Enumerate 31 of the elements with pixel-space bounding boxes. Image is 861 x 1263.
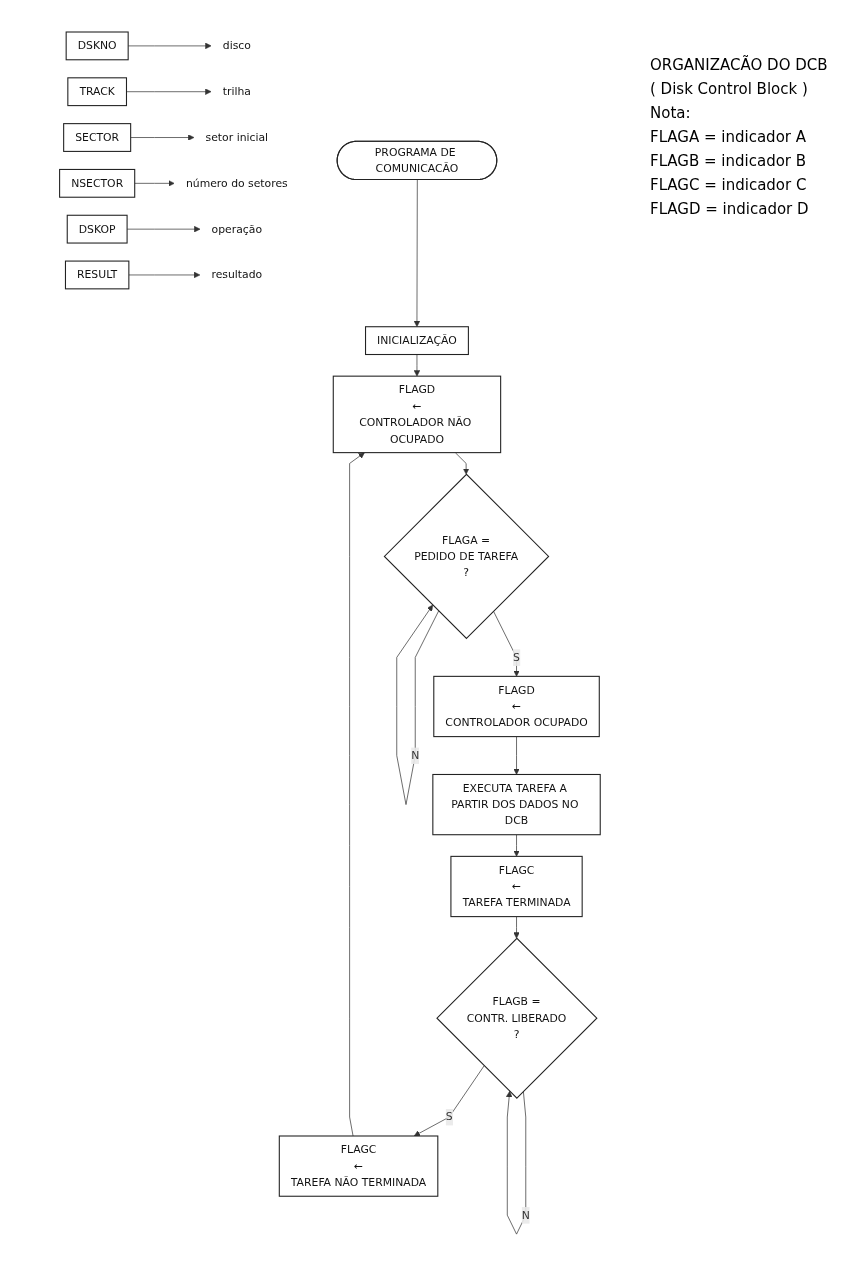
node-text: setor inicial <box>205 130 269 144</box>
note-text: FLAGD = indicador D <box>650 200 810 218</box>
node-box: TRACK <box>67 77 128 107</box>
node-box: INICIALIZAÇÃO <box>365 326 469 356</box>
node-box: FLAGC ← TAREFA NÃO TERMINADA <box>278 1135 439 1197</box>
node-box: DSKNO <box>65 31 129 61</box>
node-box: SECTOR <box>63 123 132 152</box>
node-text: operação <box>211 222 263 236</box>
node-box: NSECTOR <box>59 168 136 198</box>
node-text: número do setores <box>185 176 288 190</box>
note-text: FLAGB = indicador B <box>650 152 808 170</box>
node-box: FLAGD ← CONTROLADOR OCUPADO <box>433 675 600 738</box>
edge-label: S <box>513 650 520 664</box>
node-diamond: FLAGA = PEDIDO DE TAREFA ? <box>383 473 550 640</box>
note-text: ( Disk Control Block ) <box>650 80 809 98</box>
note-text: Nota: <box>650 104 692 122</box>
edge-label: N <box>521 1208 530 1222</box>
node-box: RESULT <box>64 260 130 290</box>
node-box: FLAGC ← TAREFA TERMINADA <box>450 855 583 918</box>
node-text: trilha <box>222 85 251 99</box>
node-text: disco <box>222 39 251 53</box>
note-text: ORGANIZACÃO DO DCB <box>650 56 829 74</box>
node-text: resultado <box>211 268 263 282</box>
node-box: FLAGD ← CONTROLADOR NÃO OCUPADO <box>332 375 502 454</box>
note-text: FLAGC = indicador C <box>650 176 808 194</box>
edge-label: N <box>411 748 420 762</box>
note-text: FLAGA = indicador A <box>650 128 807 146</box>
node-diamond: FLAGB = CONTR. LIBERADO ? <box>436 937 598 1099</box>
edge-label: S <box>445 1110 453 1124</box>
node-box: DSKOP <box>66 214 128 244</box>
node-box: EXECUTA TAREFA A PARTIR DOS DADOS NO DCB <box>432 773 601 836</box>
